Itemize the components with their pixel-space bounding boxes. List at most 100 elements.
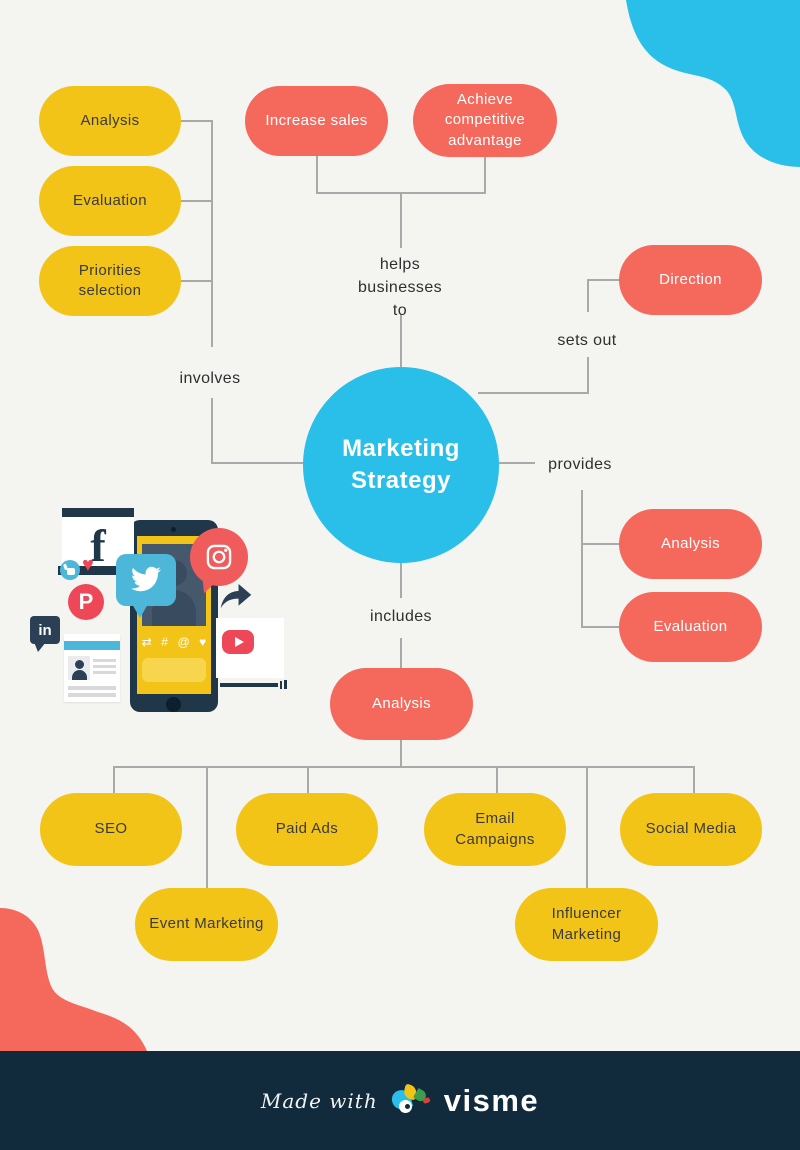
decor-blob-top-right bbox=[626, 0, 800, 167]
card-header-bar bbox=[64, 641, 120, 650]
node-label: Increase sales bbox=[265, 111, 368, 129]
connector-line bbox=[587, 279, 620, 281]
node-label: Evaluation bbox=[72, 191, 148, 209]
node-label: Email Campaigns bbox=[455, 810, 535, 848]
share-arrow-icon bbox=[220, 584, 252, 609]
decor-blob-bottom-left bbox=[0, 908, 147, 1051]
like-icon bbox=[60, 560, 80, 580]
edge-label-involves: involves bbox=[179, 370, 241, 387]
text-line bbox=[93, 659, 116, 662]
connector-line bbox=[581, 543, 619, 545]
visme-logo-icon bbox=[389, 1083, 431, 1117]
node-achieve-competitive-advantage: Achieve competitive advantage bbox=[413, 84, 557, 157]
node-paid-ads: Paid Ads bbox=[236, 793, 378, 866]
edge-label-helps: helps businesses to bbox=[357, 256, 443, 320]
connector-line bbox=[211, 462, 306, 464]
toolbar-strip bbox=[58, 566, 136, 575]
thumb-palm bbox=[67, 568, 75, 575]
tablet-home-button bbox=[166, 697, 181, 712]
hashtag-icon: # bbox=[161, 635, 168, 649]
twitter-icon bbox=[131, 566, 161, 592]
connector-line bbox=[496, 766, 498, 793]
logo-eye-pupil bbox=[404, 1103, 410, 1109]
node-influencer-marketing: Influencer Marketing bbox=[515, 888, 658, 961]
node-social-media: Social Media bbox=[620, 793, 762, 866]
node-label: Analysis bbox=[660, 534, 721, 552]
speech-tail bbox=[34, 642, 46, 652]
avatar bbox=[68, 656, 90, 680]
connector-line bbox=[113, 766, 115, 793]
node-seo: SEO bbox=[40, 793, 182, 866]
connector-line bbox=[211, 120, 213, 347]
node-label: Priorities selection bbox=[78, 261, 142, 299]
pinterest-icon: P bbox=[68, 584, 104, 620]
node-label: Event Marketing bbox=[149, 915, 264, 933]
text-line bbox=[68, 686, 116, 690]
retweet-icon: ⇄ bbox=[141, 635, 152, 649]
node-label: SEO bbox=[94, 820, 128, 838]
node-direction: Direction bbox=[619, 245, 762, 315]
connector-line bbox=[400, 638, 402, 668]
node-label: Paid Ads bbox=[275, 820, 339, 838]
stylus-tick bbox=[280, 681, 282, 689]
instagram-icon bbox=[206, 544, 232, 570]
card-header-bar bbox=[62, 508, 134, 517]
node-analysis-right: Analysis bbox=[619, 509, 762, 579]
node-evaluation-right: Evaluation bbox=[619, 592, 762, 662]
connector-line bbox=[586, 766, 588, 888]
connector-line bbox=[400, 556, 402, 598]
text-line bbox=[93, 665, 116, 668]
stylus-bar bbox=[220, 683, 278, 687]
text-line bbox=[93, 671, 116, 674]
connector-line bbox=[211, 398, 213, 464]
stylus-tick bbox=[284, 680, 287, 689]
node-analysis-includes: Analysis bbox=[330, 668, 473, 740]
made-with-text: Made with bbox=[260, 1088, 378, 1113]
visme-wordmark: visme bbox=[443, 1082, 540, 1118]
center-node-marketing-strategy: Marketing Strategy bbox=[303, 367, 499, 563]
mention-icon: @ bbox=[177, 635, 190, 649]
connector-line bbox=[499, 462, 535, 464]
instagram-bubble bbox=[190, 528, 248, 596]
linkedin-icon: in bbox=[30, 616, 60, 644]
connector-line bbox=[181, 280, 211, 282]
thumb-stick bbox=[63, 563, 68, 571]
node-label: Achieve competitive advantage bbox=[444, 91, 526, 149]
node-event-marketing: Event Marketing bbox=[135, 888, 278, 961]
node-label: Direction bbox=[659, 270, 722, 288]
connector-line bbox=[316, 155, 318, 193]
connector-line bbox=[693, 766, 695, 793]
screen-icon-row: ⇄ # @ ♥ bbox=[137, 632, 211, 652]
connector-line bbox=[400, 314, 402, 370]
node-label: Analysis bbox=[371, 694, 432, 712]
person-silhouette bbox=[72, 670, 87, 680]
connector-line bbox=[113, 766, 695, 768]
play-icon bbox=[235, 637, 244, 647]
tablet-camera-dot bbox=[171, 527, 176, 532]
connector-line bbox=[484, 156, 486, 193]
linkedin-letters: in bbox=[38, 621, 52, 639]
node-analysis-left: Analysis bbox=[39, 86, 181, 156]
edge-label-sets-out: sets out bbox=[557, 332, 617, 349]
node-label: Evaluation bbox=[653, 617, 728, 635]
pinterest-letter: P bbox=[78, 589, 94, 614]
connector-line bbox=[587, 357, 589, 394]
connector-line bbox=[400, 192, 402, 248]
edge-label-includes: includes bbox=[370, 608, 432, 625]
text-line bbox=[68, 693, 116, 697]
footer-bar: Made with visme bbox=[0, 1051, 800, 1150]
profile-card bbox=[64, 634, 120, 702]
node-email-campaigns: Email Campaigns bbox=[424, 793, 566, 866]
connector-line bbox=[307, 766, 309, 793]
screen-content-bar bbox=[142, 658, 206, 682]
node-priorities-selection: Priorities selection bbox=[39, 246, 181, 316]
connector-line bbox=[478, 392, 587, 394]
speech-tail bbox=[132, 604, 148, 618]
connector-line bbox=[400, 740, 402, 768]
node-increase-sales: Increase sales bbox=[245, 86, 388, 156]
heart-icon: ♥ bbox=[199, 635, 207, 649]
node-label: Social Media bbox=[645, 820, 737, 838]
node-evaluation-left: Evaluation bbox=[39, 166, 181, 236]
connector-line bbox=[581, 626, 619, 628]
